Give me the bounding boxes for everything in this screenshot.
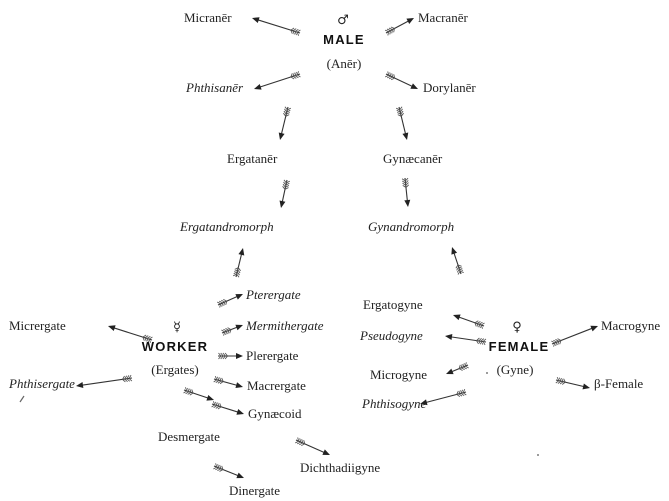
label-micrergate: Micrergate (9, 318, 66, 333)
stray-dot (486, 372, 488, 374)
arrow-to-gynandromorph (401, 177, 411, 207)
arrow-to-phthisergate (76, 374, 133, 388)
arrow-to-ergatandromorph (279, 179, 291, 208)
arrow-from-gynandromorph (451, 247, 464, 275)
arrow-to-beta-female (555, 376, 590, 390)
arrow-to-phthisogyne (420, 389, 467, 406)
label-phthisergate: Phthisergate (8, 376, 75, 391)
label-dichthadiigyne: Dichthadiigyne (300, 460, 380, 475)
arrow-to-pterergate (217, 294, 243, 308)
label-ergatogyne: Ergatogyne (363, 297, 423, 312)
label-gynaecaner: Gynæcanēr (383, 151, 443, 166)
arrow-to-micrergate (108, 325, 153, 343)
worker-symbol-icon: ☿ (173, 320, 181, 335)
label-dorylaner: Dorylanēr (423, 80, 476, 95)
label-macrogyne: Macrogyne (601, 318, 660, 333)
label-beta-female: β-Female (594, 376, 643, 391)
arrow-to-macraner (384, 18, 414, 36)
worker-subtitle: (Ergates) (151, 362, 198, 377)
arrow-to-ergatogyne (453, 314, 485, 329)
label-macraner: Macranēr (418, 10, 468, 25)
arrow-to-mermithergate (221, 324, 243, 336)
label-micraner: Micranēr (184, 10, 232, 25)
label-dinergate: Dinergate (229, 483, 280, 498)
arrow-from-ergatandromorph (233, 248, 245, 278)
stray-dot (537, 454, 539, 456)
male-title: MALE (323, 32, 365, 47)
arrow-to-phthisaner (254, 71, 301, 90)
label-pseudogyne: Pseudogyne (359, 328, 423, 343)
arrow-to-dorylaner (384, 71, 418, 89)
arrow-to-dichthadiigyne (295, 437, 330, 455)
label-gynaecoid: Gynæcoid (248, 406, 302, 421)
arrow-to-micraner (252, 17, 301, 36)
label-ergataner: Ergatanēr (227, 151, 278, 166)
arrow-to-pseudogyne (445, 334, 487, 346)
arrow-to-desmergate (183, 387, 214, 401)
label-microgyne: Microgyne (370, 367, 427, 382)
arrow-to-macrergate (213, 376, 243, 389)
label-phthisogyne: Phthisogyne (361, 396, 426, 411)
worker-title: WORKER (142, 339, 208, 354)
arrow-to-gynaecaner (396, 106, 409, 140)
arrow-to-plerergate (218, 352, 243, 360)
label-pterergate: Pterergate (245, 287, 301, 302)
label-mermithergate: Mermithergate (245, 318, 324, 333)
female-title: FEMALE (489, 339, 550, 354)
arrow-to-macrogyne (551, 325, 598, 347)
male-symbol-icon: ♂ (337, 13, 349, 28)
female-subtitle: (Gyne) (497, 362, 534, 377)
label-macrergate: Macrergate (247, 378, 306, 393)
female-symbol-icon: ♀ (512, 320, 522, 335)
label-ergatandromorph: Ergatandromorph (179, 219, 274, 234)
label-phthisaner: Phthisanēr (185, 80, 244, 95)
arrow-to-ergataner (278, 106, 291, 140)
male-subtitle: (Anēr) (327, 56, 362, 71)
label-desmergate: Desmergate (158, 429, 220, 444)
arrow-to-gynaecoid (211, 401, 244, 415)
arrow-to-dinergate (213, 463, 244, 479)
stray-mark (19, 395, 25, 403)
label-gynandromorph: Gynandromorph (368, 219, 454, 234)
arrow-to-microgyne (446, 362, 469, 375)
label-plerergate: Plerergate (246, 348, 299, 363)
